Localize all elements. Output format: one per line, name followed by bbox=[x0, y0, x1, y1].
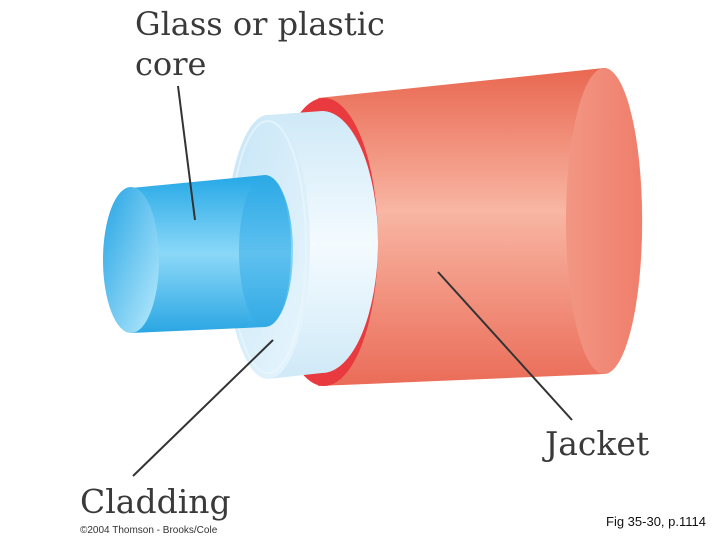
core-leader-line bbox=[177, 85, 196, 221]
jacket-label: Jacket bbox=[545, 424, 650, 463]
cladding-leader-line bbox=[132, 339, 274, 477]
core-label-line2: core bbox=[135, 45, 207, 83]
copyright-notice: ©2004 Thomson - Brooks/Cole bbox=[80, 525, 218, 536]
figure-reference: Fig 35-30, p.1114 bbox=[606, 514, 706, 529]
core-label-line1: Glass or plastic bbox=[135, 5, 385, 43]
jacket-leader-line bbox=[437, 271, 573, 421]
core-label: Glass or plastic core bbox=[135, 4, 395, 84]
cladding-label: Cladding bbox=[80, 482, 231, 521]
core bbox=[103, 175, 293, 333]
